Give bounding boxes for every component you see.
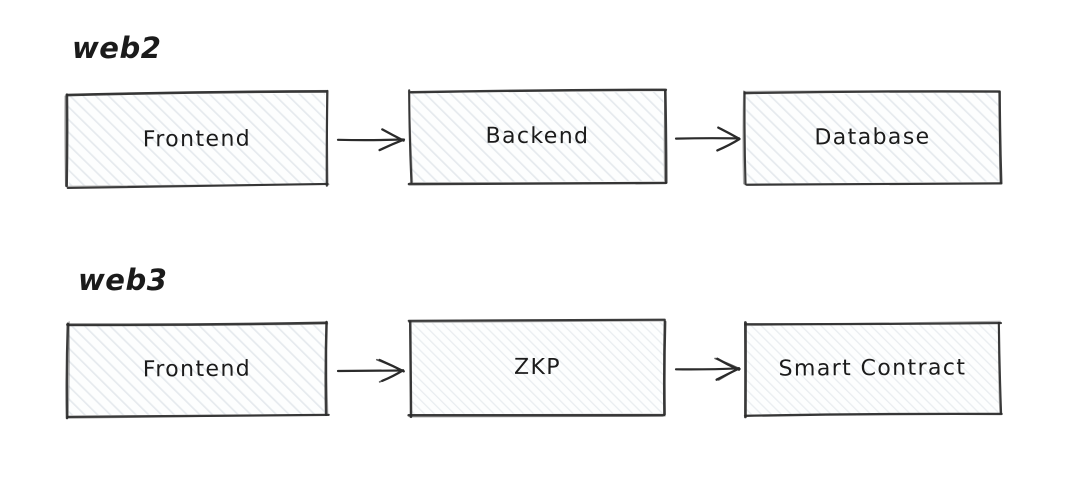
arrow-web3-arrow-2 [674,357,741,381]
node-web2-backend[interactable] [407,88,668,186]
node-label-web3-frontend: Frontend [142,356,252,383]
section-label-web3: web3 [78,263,168,297]
node-web3-smart-contract[interactable] [743,320,1003,419]
node-web2-frontend[interactable] [64,89,330,190]
nodes-layer [64,88,1003,420]
arrow-web2-arrow-2 [674,126,741,152]
arrow-web2-arrow-1 [336,128,406,152]
node-web2-database[interactable] [742,89,1003,186]
node-fill [746,92,999,184]
node-label-web2-database: Database [814,124,931,151]
node-label-web2-frontend: Frontend [142,126,252,152]
node-web3-frontend[interactable] [65,320,330,420]
node-label-web3-zkp: ZKP [513,354,562,381]
node-web3-zkp[interactable] [407,318,667,419]
node-fill [411,322,664,414]
node-fill [411,91,664,183]
node-label-web2-backend: Backend [485,123,590,150]
node-fill [746,323,999,415]
node-label-web3-smart-contract: Smart Contract [778,355,967,382]
arrow-web3-arrow-1 [336,358,405,383]
node-fill [68,324,326,416]
node-fill [68,93,326,186]
arrows-layer [336,126,741,383]
section-label-web2: web2 [72,31,162,65]
